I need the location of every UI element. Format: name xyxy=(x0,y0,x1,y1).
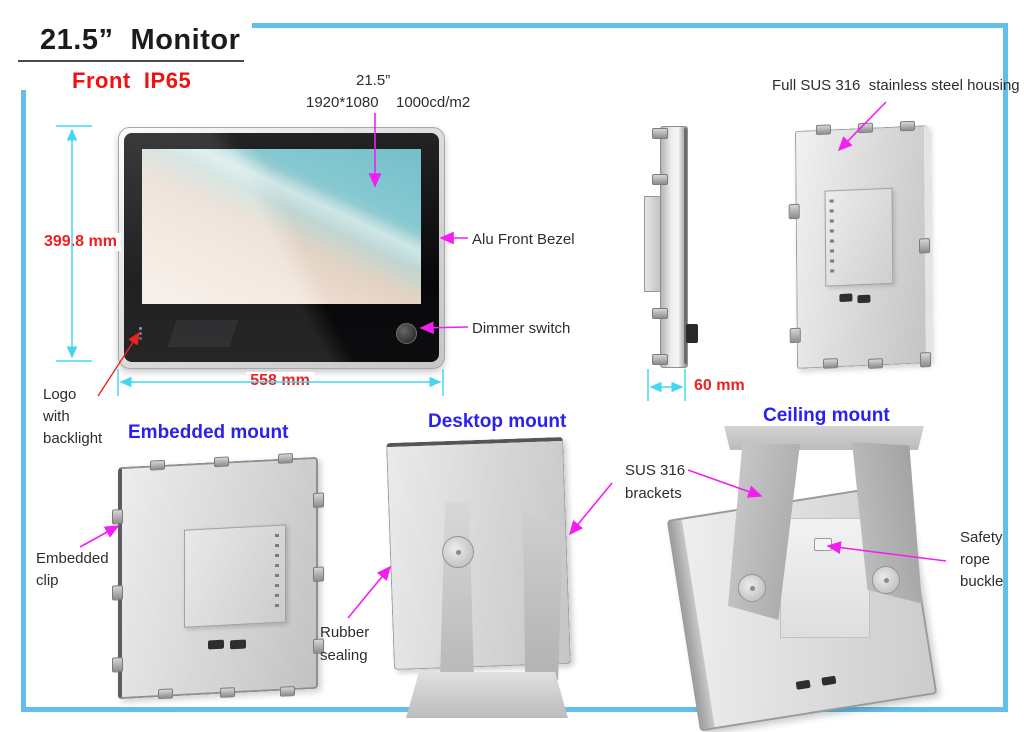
rear-connector xyxy=(839,293,853,303)
resolution-label: 1920*1080 xyxy=(306,94,379,111)
tilt-pivot xyxy=(442,536,474,568)
embedded-connector xyxy=(208,639,224,650)
sus-brackets-label: SUS 316 brackets xyxy=(625,462,686,502)
dimmer-switch-label: Dimmer switch xyxy=(472,320,571,337)
stand-leg-right xyxy=(523,512,563,680)
safety-rope-buckle-part xyxy=(814,538,832,551)
page-title: 21.5” Monitor xyxy=(40,24,241,56)
side-profile xyxy=(660,126,688,368)
embedded-clip-part xyxy=(150,459,165,471)
side-dimmer-knob xyxy=(686,324,698,343)
title-underline xyxy=(18,60,244,62)
embedded-clip-part xyxy=(158,688,173,700)
io-ports xyxy=(275,533,279,613)
ceiling-mount-title: Ceiling mount xyxy=(763,405,890,426)
housing-clip xyxy=(788,203,800,220)
embedded-clip-part xyxy=(220,687,235,698)
embedded-clip-part xyxy=(112,584,123,601)
side-clip xyxy=(652,174,668,185)
rubber-sealing-label: Rubber sealing xyxy=(320,624,370,664)
rear-housing-image xyxy=(788,120,938,372)
tilt-pivot xyxy=(872,566,900,594)
embedded-panel xyxy=(112,453,324,700)
ceiling-connector xyxy=(795,679,811,690)
frame-border-left xyxy=(21,90,26,712)
embedded-electronics-box xyxy=(184,524,286,628)
side-view-image xyxy=(644,124,714,376)
embedded-clip-part xyxy=(112,508,123,525)
logo-backlight-dots xyxy=(139,327,142,330)
housing-clip xyxy=(822,358,839,369)
embedded-clip-part xyxy=(278,453,293,464)
rear-electronics-box xyxy=(824,187,894,287)
housing-clip xyxy=(867,358,884,369)
alu-front-bezel-label: Alu Front Bezel xyxy=(472,231,575,248)
embedded-clip-part xyxy=(313,566,324,583)
frame-border-right xyxy=(1003,23,1008,712)
embedded-connector xyxy=(230,639,246,650)
safety-rope-buckle-label: Safety rope buckle xyxy=(960,529,1004,590)
logo-backlight-label: Logo with backlight xyxy=(43,386,103,447)
width-dimension: 558 mm xyxy=(246,372,314,390)
housing-clip xyxy=(919,352,932,368)
ceiling-connector xyxy=(821,675,837,686)
housing-clip xyxy=(918,238,931,254)
stand-base xyxy=(406,672,568,718)
desktop-mount-image xyxy=(378,432,590,724)
ceiling-mount-image xyxy=(666,426,938,732)
desktop-mount-title: Desktop mount xyxy=(428,411,567,432)
housing-label: Full SUS 316 stainless steel housing xyxy=(772,77,1020,94)
screen-size-label: 21.5” xyxy=(356,72,391,89)
embedded-clip-part xyxy=(112,656,123,673)
stand-leg-left xyxy=(440,502,474,680)
panel-side-strip xyxy=(669,519,715,730)
embedded-clip-part xyxy=(280,685,295,697)
io-ports xyxy=(829,199,835,278)
embedded-clip-part xyxy=(214,456,229,468)
housing-clip xyxy=(857,122,874,134)
side-clip xyxy=(652,128,668,139)
side-front-edge xyxy=(684,128,687,364)
dimmer-knob xyxy=(396,323,417,344)
embedded-clip-part xyxy=(313,492,324,509)
side-clip xyxy=(652,354,668,365)
side-clip xyxy=(652,308,668,319)
tilt-pivot xyxy=(738,574,766,602)
embedded-clip-label: Embedded clip xyxy=(36,550,109,589)
front-ip65-label: Front IP65 xyxy=(72,68,192,93)
front-monitor-image xyxy=(118,127,445,369)
rear-connector xyxy=(857,294,871,304)
rear-panel xyxy=(788,120,932,369)
depth-dimension: 60 mm xyxy=(694,377,745,394)
ceiling-inner-plate xyxy=(780,518,870,638)
frame-border-top xyxy=(252,23,1008,28)
housing-clip xyxy=(899,120,916,132)
height-dimension: 399.8 mm xyxy=(40,233,121,251)
housing-clip xyxy=(815,124,832,136)
front-glass xyxy=(124,133,439,362)
glass-glare xyxy=(124,133,439,362)
brightness-label: 1000cd/m2 xyxy=(396,94,471,111)
housing-clip xyxy=(789,327,801,344)
embedded-mount-image xyxy=(108,450,324,706)
embedded-mount-title: Embedded mount xyxy=(128,422,289,443)
